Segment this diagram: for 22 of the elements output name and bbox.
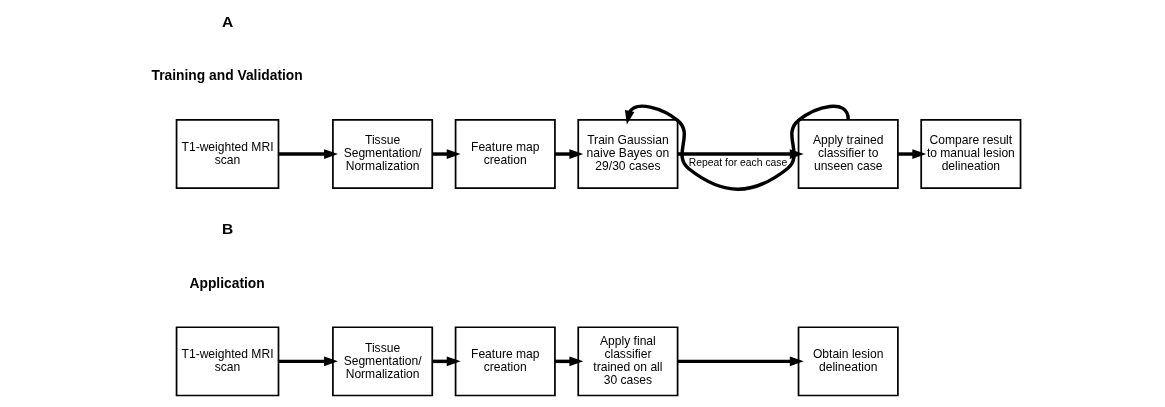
arrow (677, 356, 804, 367)
arrow (554, 149, 583, 159)
arrow (897, 149, 926, 159)
node-box: Apply final classifier trained on all 30 cases (576, 326, 678, 397)
label: B (221, 219, 233, 237)
node-box: Tissue Segmentation/ Normalization (331, 119, 433, 190)
arrow (431, 149, 461, 159)
node-box: Train Gaussian naive Bayes on 29/30 cases (576, 119, 678, 190)
label: A (221, 12, 233, 30)
node-box: Tissue Segmentation/ Normalization (331, 326, 433, 397)
node-box: T1-weighted MRI scan (175, 119, 279, 190)
node-box: Obtain lesion delineation (797, 326, 899, 397)
node-box: Compare result to manual lesion delineation (919, 119, 1021, 190)
node-box: Apply trained classifier to unseen case (797, 119, 899, 190)
node-box: Feature map creation (454, 119, 556, 190)
edge-label: Repeat for each case (688, 156, 787, 168)
label: Training and Validation (151, 67, 303, 84)
node-box: Feature map creation (454, 326, 556, 397)
arrow (278, 149, 338, 159)
node-box: T1-weighted MRI scan (175, 326, 279, 397)
label: Application (189, 274, 265, 291)
arrow (278, 356, 338, 367)
